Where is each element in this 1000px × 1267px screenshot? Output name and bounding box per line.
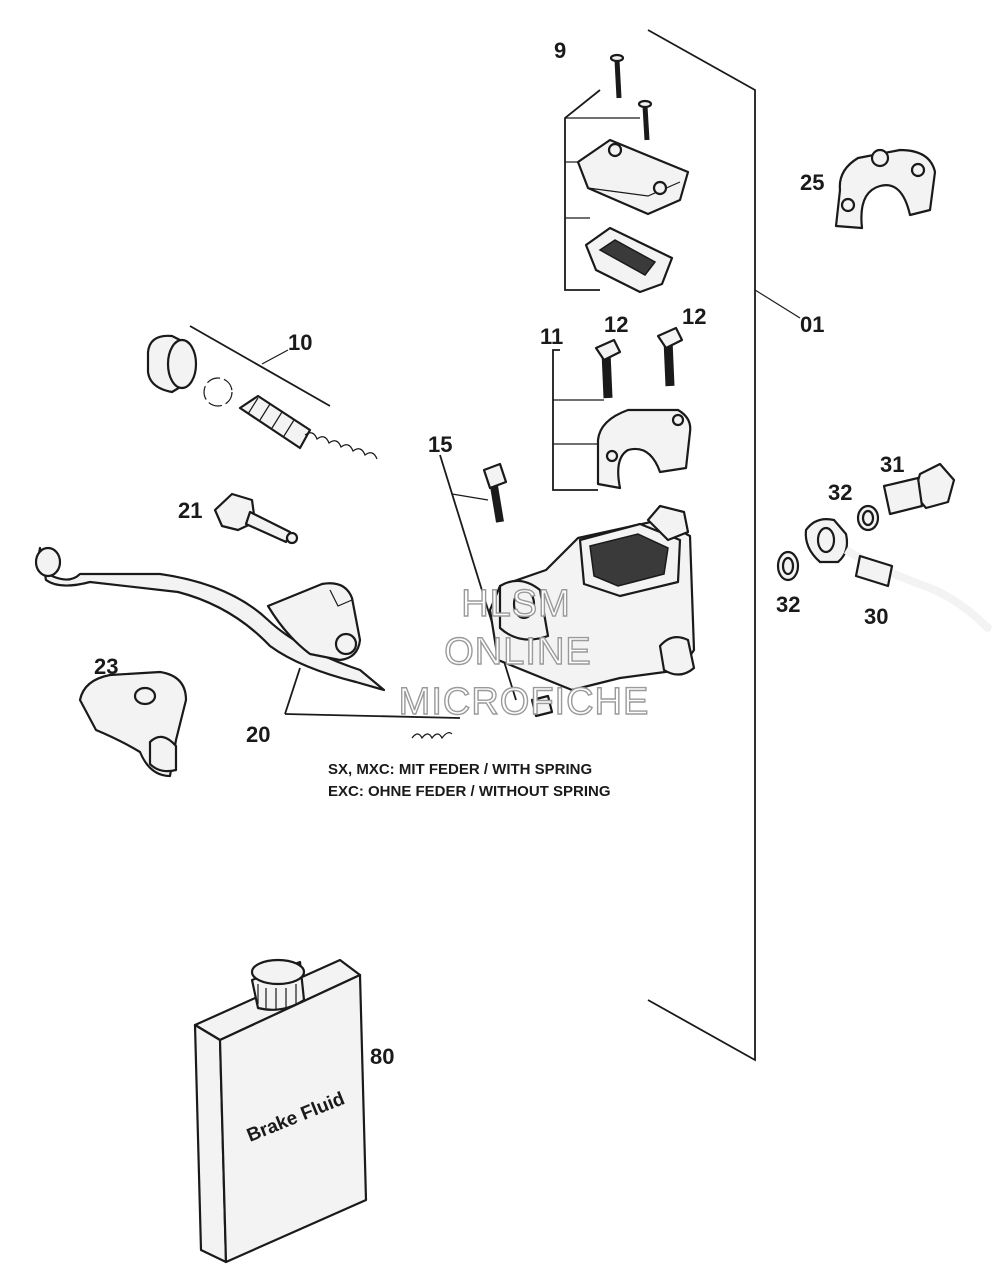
- part-80-brake-fluid-bottle: [193, 958, 368, 1264]
- label-25: 25: [800, 170, 824, 195]
- label-31: 31: [880, 452, 904, 477]
- part-10-piston-kit: [146, 325, 378, 460]
- label-23: 23: [94, 654, 118, 679]
- label-15: 15: [428, 432, 452, 457]
- label-32-a: 32: [828, 480, 852, 505]
- label-30: 30: [864, 604, 888, 629]
- label-32-b: 32: [776, 592, 800, 617]
- part-32-washer-a: [856, 504, 880, 532]
- label-80: 80: [370, 1044, 394, 1069]
- part-11-12-clamp-bolts: [552, 326, 692, 491]
- assembly-bracket-01: [647, 29, 801, 1062]
- part-20-brake-lever: [34, 546, 461, 719]
- label-10: 10: [288, 330, 312, 355]
- note-with-spring: SX, MXC: MIT FEDER / WITH SPRING: [328, 761, 592, 778]
- label-12-a: 12: [604, 312, 628, 337]
- label-11: 11: [540, 324, 563, 349]
- watermark-line-2: ONLINE: [444, 631, 591, 673]
- label-21: 21: [178, 498, 202, 523]
- label-12-b: 12: [682, 304, 706, 329]
- part-25-clamp: [834, 148, 937, 230]
- part-23-lever-cover: [78, 670, 188, 778]
- part-21-adjuster: [213, 492, 299, 545]
- part-30-brake-hose: [804, 518, 993, 633]
- watermark-line-3: MICROFICHE: [399, 681, 650, 723]
- master-cylinder-body: [488, 504, 696, 692]
- label-20: 20: [246, 722, 270, 747]
- label-9: 9: [554, 38, 566, 63]
- label-01: 01: [800, 312, 824, 337]
- watermark-line-1: HLSM: [461, 583, 571, 625]
- part-9-reservoir-cover: [564, 53, 690, 294]
- note-without-spring: EXC: OHNE FEDER / WITHOUT SPRING: [328, 783, 611, 800]
- part-31-banjo-bolt: [882, 462, 956, 516]
- part-32-washer-b: [776, 550, 800, 582]
- spring: [411, 732, 453, 740]
